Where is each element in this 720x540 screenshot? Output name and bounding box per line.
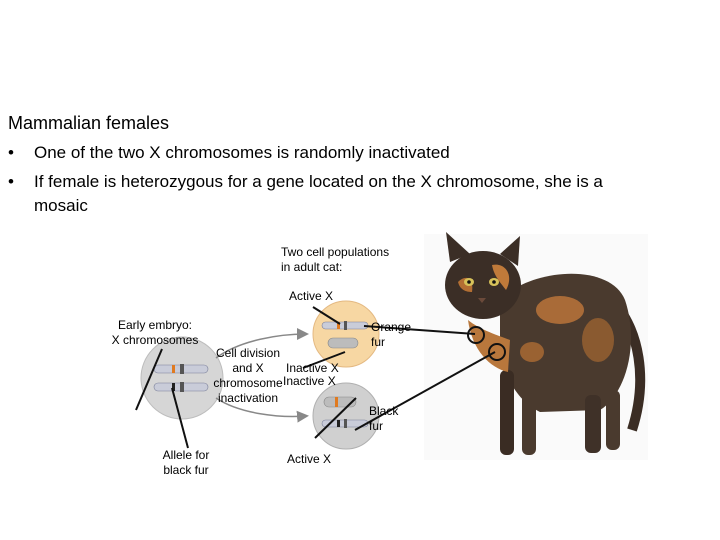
- early-embryo-label: Early embryo: X chromosomes: [100, 318, 210, 348]
- orange-fur-cell: [313, 301, 379, 367]
- active-x-bottom-label: Active X: [287, 452, 331, 467]
- black-fur-label: Black fur: [369, 404, 398, 434]
- orange-fur-label: Orange fur: [371, 320, 411, 350]
- inactive-x-label-2: Inactive X: [283, 374, 336, 389]
- active-x-top-label: Active X: [289, 289, 333, 304]
- two-cell-populations-label: Two cell populations in adult cat:: [281, 245, 389, 275]
- cell-division-label: Cell division and X chromosome inactivat…: [208, 346, 288, 406]
- allele-black-fur-label: Allele for black fur: [150, 448, 222, 478]
- cat-photo: [424, 232, 648, 460]
